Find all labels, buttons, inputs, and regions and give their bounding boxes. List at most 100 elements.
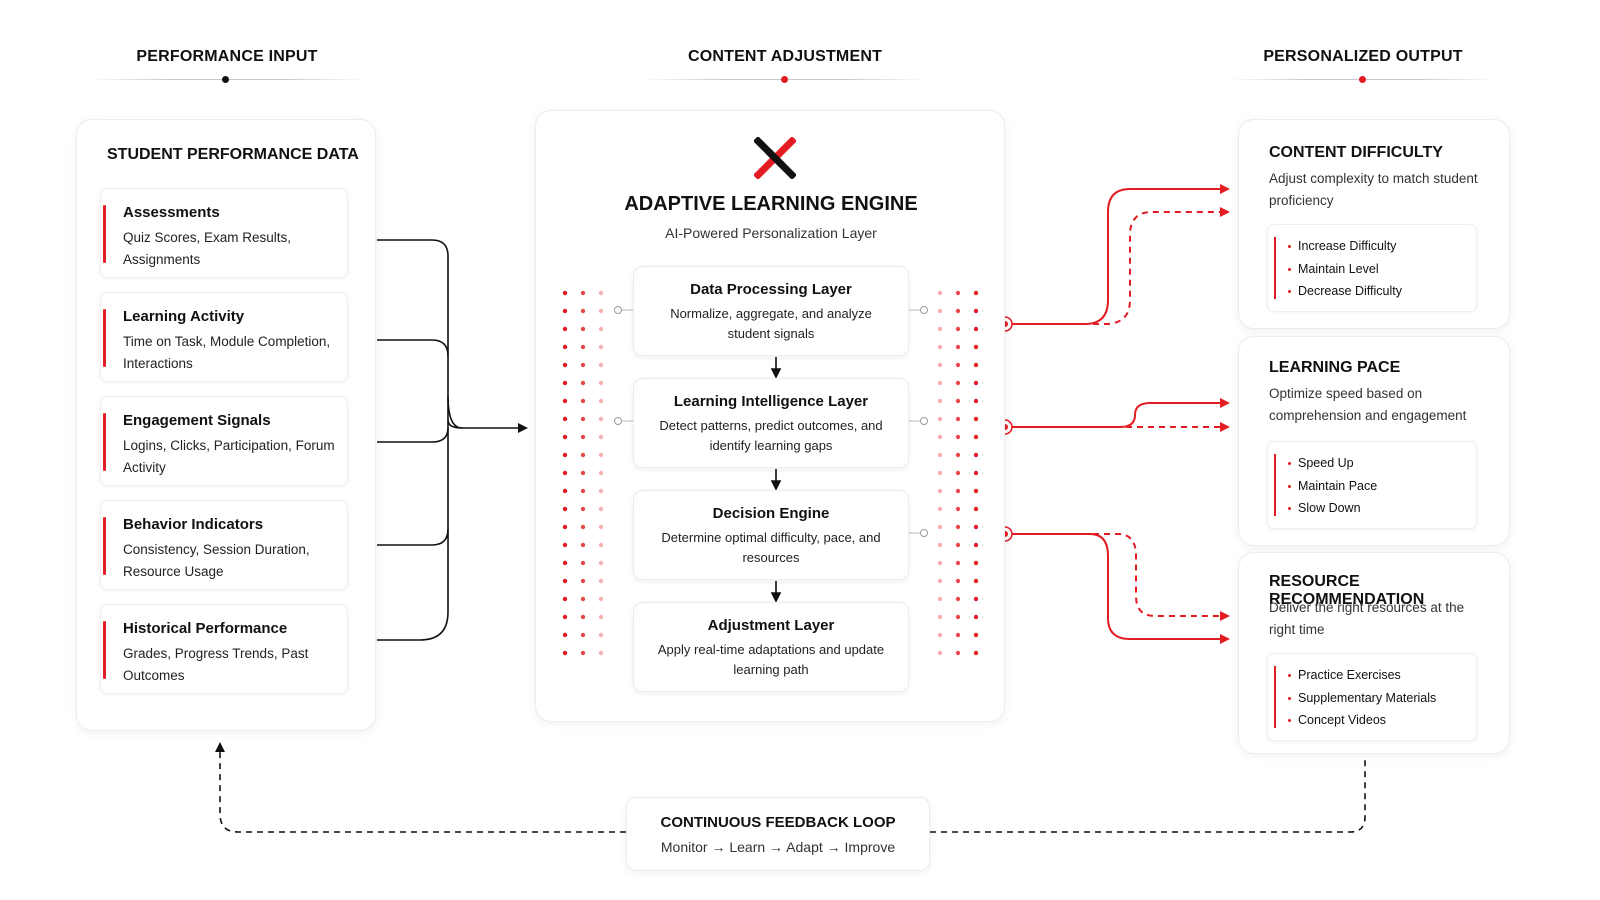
decorative-dot <box>973 596 979 602</box>
decorative-dot <box>973 434 979 440</box>
layer-desc: Detect patterns, predict outcomes, and i… <box>659 418 883 453</box>
decorative-dot <box>955 362 961 368</box>
decorative-dot <box>580 308 586 314</box>
input-card-learning-activity: Learning Activity Time on Task, Module C… <box>100 292 348 382</box>
decorative-dot <box>562 614 568 620</box>
decorative-dot <box>562 578 568 584</box>
decorative-dot <box>580 470 586 476</box>
decorative-dot <box>562 398 568 404</box>
input-card-accent-bar <box>103 621 106 679</box>
output-option: Decrease Difficulty <box>1288 280 1402 303</box>
decorative-dot <box>580 614 586 620</box>
engine-subtitle: AI-Powered Personalization Layer <box>665 225 877 241</box>
decorative-dot <box>955 434 961 440</box>
student-performance-panel: STUDENT PERFORMANCE DATA Assessments Qui… <box>76 119 376 731</box>
decorative-dot <box>973 380 979 386</box>
decorative-dot <box>955 344 961 350</box>
header-personalized-output: PERSONALIZED OUTPUT <box>1263 48 1463 65</box>
decorative-dot <box>955 290 961 296</box>
decorative-dot <box>598 506 604 512</box>
adaptive-learning-engine-panel: ADAPTIVE LEARNING ENGINE AI-Powered Pers… <box>535 110 1005 722</box>
decorative-dot <box>955 452 961 458</box>
decorative-dot <box>973 344 979 350</box>
engine-title: ADAPTIVE LEARNING ENGINE <box>624 193 918 215</box>
decorative-dot <box>937 416 943 422</box>
input-card-title: Assessments <box>123 204 220 221</box>
output-title: CONTENT DIFFICULTY <box>1269 144 1443 161</box>
decorative-dot <box>580 542 586 548</box>
output-option: Practice Exercises <box>1288 664 1436 687</box>
decorative-dot <box>973 290 979 296</box>
decorative-dot <box>580 326 586 332</box>
decorative-dot <box>562 506 568 512</box>
decorative-dot <box>598 542 604 548</box>
layer-desc: Normalize, aggregate, and analyze studen… <box>670 306 872 341</box>
decorative-dot <box>598 560 604 566</box>
decorative-dot <box>598 452 604 458</box>
decorative-dot <box>580 650 586 656</box>
decorative-dot <box>562 524 568 530</box>
output-connectors <box>1005 184 1230 644</box>
decorative-dot <box>598 290 604 296</box>
output-card-learning-pace: LEARNING PACE Optimize speed based on co… <box>1238 336 1510 546</box>
decorative-dot <box>598 488 604 494</box>
red-black-x-logo-icon <box>754 137 796 179</box>
layer-title: Decision Engine <box>712 505 830 522</box>
decorative-dot <box>598 326 604 332</box>
decorative-dot <box>580 506 586 512</box>
decorative-dot <box>955 380 961 386</box>
decorative-dot <box>937 470 943 476</box>
output-list-accent-bar <box>1274 454 1276 516</box>
decorative-dot <box>562 650 568 656</box>
decorative-dot <box>955 560 961 566</box>
input-card-behavior-indicators: Behavior Indicators Consistency, Session… <box>100 500 348 590</box>
output-title: RESOURCE RECOMMENDATION <box>1269 573 1425 608</box>
decorative-dot <box>937 560 943 566</box>
layer-desc: Determine optimal difficulty, pace, and … <box>661 530 881 565</box>
input-brace-connectors <box>377 239 528 641</box>
output-card-content-difficulty: CONTENT DIFFICULTY Adjust complexity to … <box>1238 119 1510 329</box>
decorative-dot <box>955 524 961 530</box>
decorative-dot <box>937 434 943 440</box>
decorative-dot <box>562 470 568 476</box>
output-options-list: Increase Difficulty Maintain Level Decre… <box>1267 224 1477 312</box>
decorative-dot <box>598 596 604 602</box>
decorative-dot <box>598 398 604 404</box>
feedback-steps: Monitor → Learn → Adapt → Improve <box>660 839 896 855</box>
decorative-dot <box>598 362 604 368</box>
decorative-dot <box>580 560 586 566</box>
continuous-feedback-loop-card: CONTINUOUS FEEDBACK LOOP Monitor → Learn… <box>626 797 930 871</box>
decorative-dot <box>955 416 961 422</box>
output-option: Maintain Level <box>1288 258 1402 281</box>
output-title: LEARNING PACE <box>1269 359 1401 376</box>
decorative-dot <box>955 470 961 476</box>
decorative-dot <box>937 380 943 386</box>
decorative-dot <box>562 560 568 566</box>
decorative-dot <box>598 308 604 314</box>
decorative-dot <box>580 632 586 638</box>
dotted-pattern-left <box>562 290 604 656</box>
decorative-dot <box>955 614 961 620</box>
input-card-accent-bar <box>103 309 106 367</box>
decorative-dot <box>580 596 586 602</box>
input-card-accent-bar <box>103 413 106 471</box>
decorative-dot <box>937 632 943 638</box>
decorative-dot <box>598 344 604 350</box>
decorative-dot <box>955 326 961 332</box>
layer-decision-engine: Decision Engine Determine optimal diffic… <box>633 490 909 580</box>
decorative-dot <box>580 398 586 404</box>
decorative-dot <box>955 650 961 656</box>
decorative-dot <box>580 488 586 494</box>
input-card-assessments: Assessments Quiz Scores, Exam Results, A… <box>100 188 348 278</box>
output-desc: Deliver the right resources at the right… <box>1269 600 1465 637</box>
decorative-dot <box>973 524 979 530</box>
output-desc: Adjust complexity to match student profi… <box>1269 171 1478 208</box>
layer-adjustment: Adjustment Layer Apply real-time adaptat… <box>633 602 909 692</box>
decorative-dot <box>973 560 979 566</box>
decorative-dot <box>580 290 586 296</box>
layer-title: Adjustment Layer <box>707 617 835 634</box>
header-content-adjustment: CONTENT ADJUSTMENT <box>687 48 883 65</box>
decorative-dot <box>973 470 979 476</box>
decorative-dot <box>598 380 604 386</box>
decorative-dot <box>598 470 604 476</box>
